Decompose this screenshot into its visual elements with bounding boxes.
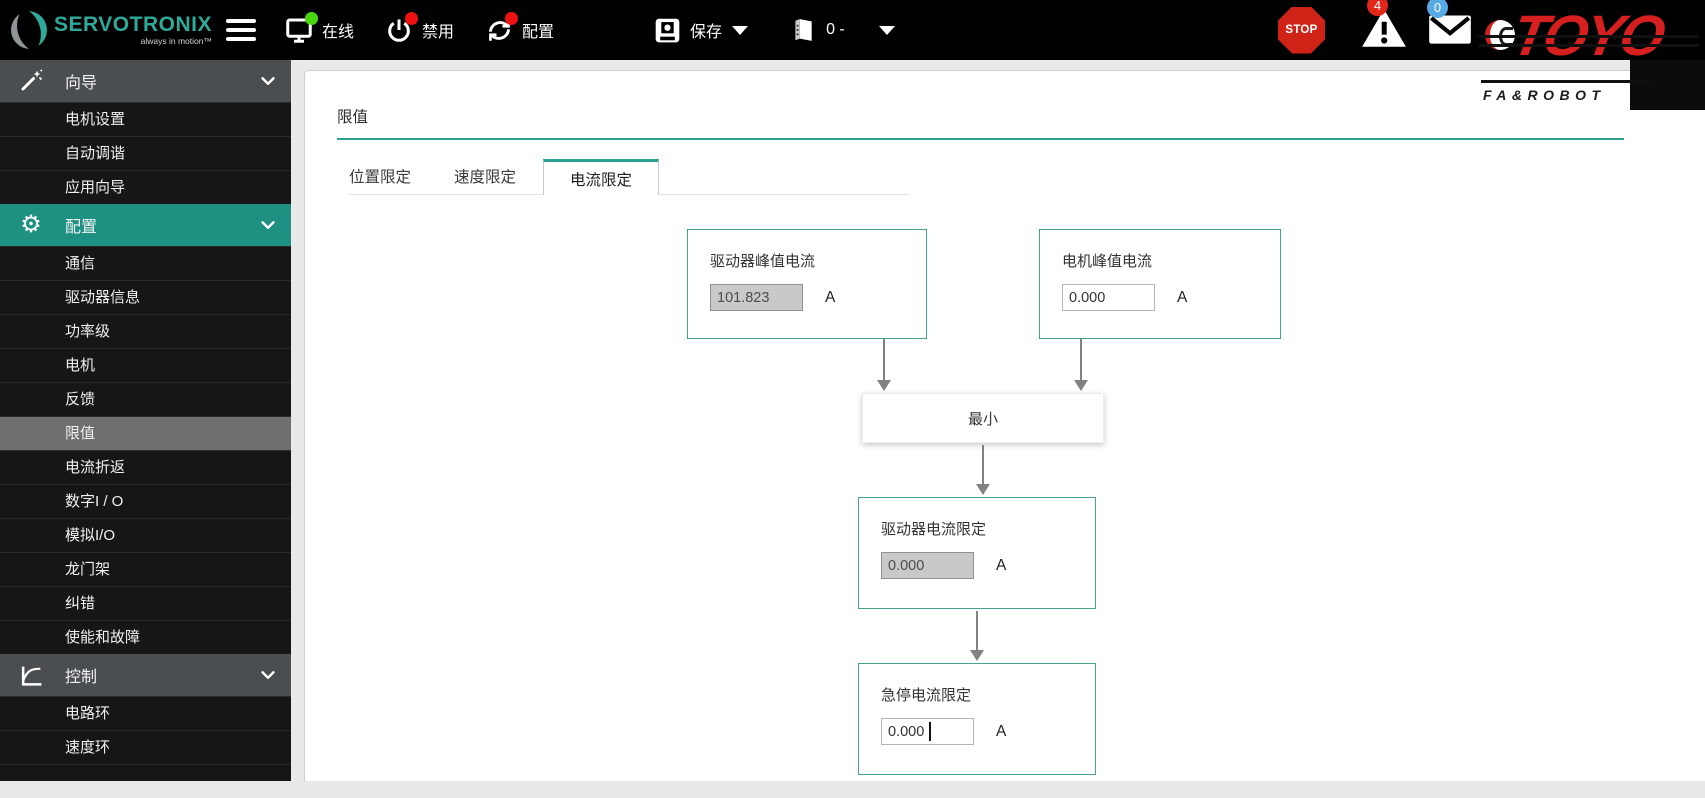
sidebar-section-configuration[interactable]: ⚙ 配置 <box>0 204 291 246</box>
warning-triangle-icon <box>1362 8 1406 47</box>
drive-current-limit-input[interactable] <box>881 552 974 579</box>
drive-selector[interactable]: 0 - <box>788 14 895 46</box>
chevron-down-icon <box>257 664 279 691</box>
sidebar-item-drive-info[interactable]: 驱动器信息 <box>0 280 291 314</box>
tab-position-limits[interactable]: 位置限定 <box>349 169 412 186</box>
sidebar-section-label: 配置 <box>65 219 98 236</box>
sidebar-item-current-loop[interactable]: 电路环 <box>0 696 291 730</box>
sidebar-item-motor-setup[interactable]: 电机设置 <box>0 102 291 136</box>
drive-peak-current-label: 驱动器峰值电流 <box>710 253 816 270</box>
estop-current-limit-unit: A <box>996 722 1007 740</box>
stop-button[interactable]: STOP <box>1278 6 1325 54</box>
sidebar-section-wizard[interactable]: 向导 <box>0 60 291 102</box>
page-title-block: 限值 <box>337 105 1624 140</box>
current-limit-diagram: 驱动器峰值电流 A 电机峰值电流 A 最小 驱动器电流限定 A <box>305 71 1705 781</box>
sidebar-item-velocity-loop[interactable]: 速度环 <box>0 730 291 764</box>
tab-current-limits[interactable]: 电流限定 <box>543 159 660 195</box>
menu-button[interactable] <box>226 14 260 46</box>
sidebar-item-gantry[interactable]: 龙门架 <box>0 552 291 586</box>
drive-selector-value: 0 - <box>826 21 845 38</box>
drive-icon <box>788 14 818 46</box>
drive-peak-current-input[interactable] <box>710 284 803 311</box>
sidebar-item-power-stage[interactable]: 功率级 <box>0 314 291 348</box>
page-title: 限值 <box>337 109 369 126</box>
message-count-badge: 0 <box>1427 0 1448 18</box>
sidebar-item-digital-io[interactable]: 数字I / O <box>0 484 291 518</box>
chevron-down-icon <box>257 214 279 241</box>
warnings-button[interactable]: 4 <box>1359 0 1409 56</box>
arrow-down-icon <box>877 339 891 391</box>
estop-current-limit-box: 急停电流限定 A <box>858 663 1096 775</box>
drive-current-limit-box: 驱动器电流限定 A <box>858 497 1096 609</box>
sidebar-section-label: 控制 <box>65 669 98 686</box>
config-sync-button[interactable]: 配置 <box>484 12 555 46</box>
sidebar-section-label: 向导 <box>65 75 98 92</box>
drive-peak-current-box: 驱动器峰值电流 A <box>687 229 927 339</box>
sidebar-item-motor[interactable]: 电机 <box>0 348 291 382</box>
disabled-status-dot <box>405 12 419 25</box>
messages-button[interactable]: 0 <box>1425 0 1475 54</box>
sidebar-item-application-wizard[interactable]: 应用向导 <box>0 170 291 204</box>
motor-peak-current-input[interactable] <box>1062 284 1155 311</box>
monitor-icon <box>284 12 318 46</box>
enable-disable-button[interactable]: 禁用 <box>384 12 455 46</box>
sidebar-item-current-foldback[interactable]: 电流折返 <box>0 450 291 484</box>
drive-current-limit-label: 驱动器电流限定 <box>881 521 987 538</box>
tab-bar: 位置限定 速度限定 电流限定 <box>349 159 909 195</box>
sidebar-item-enable-faults[interactable]: 使能和故障 <box>0 620 291 654</box>
disabled-label: 禁用 <box>422 24 455 41</box>
main-panel: 限值 位置限定 速度限定 电流限定 驱动器峰值电流 A 电机峰值电流 A 最小 … <box>304 70 1705 781</box>
sidebar-item-feedback[interactable]: 反馈 <box>0 382 291 416</box>
chevron-down-icon <box>257 70 279 97</box>
sidebar-item-communication[interactable]: 通信 <box>0 246 291 280</box>
save-dropdown-caret-icon[interactable] <box>732 25 749 35</box>
servotronix-swirl-icon <box>11 11 47 49</box>
brand-name: SERVOTRONIX <box>54 13 212 37</box>
save-label: 保存 <box>690 24 723 41</box>
sync-icon <box>484 12 519 46</box>
save-button[interactable]: 保存 <box>652 14 749 46</box>
online-status-button[interactable]: 在线 <box>284 12 355 46</box>
sidebar-item-limits[interactable]: 限值 <box>0 416 291 450</box>
text-caret <box>929 722 931 741</box>
power-icon <box>384 12 419 46</box>
drive-current-limit-unit: A <box>996 556 1007 574</box>
curve-icon <box>18 663 44 688</box>
brand-tagline: always in motion™ <box>140 36 212 47</box>
sidebar-item-analog-io[interactable]: 模拟I/O <box>0 518 291 552</box>
warning-count-badge: 4 <box>1367 0 1388 16</box>
sidebar-item-error-correction[interactable]: 纠错 <box>0 586 291 620</box>
arrow-down-icon <box>1074 339 1088 391</box>
sidebar-item-partial <box>0 764 291 798</box>
motor-peak-current-box: 电机峰值电流 A <box>1039 229 1281 339</box>
drive-dropdown-caret-icon[interactable] <box>878 25 895 35</box>
minimum-node: 最小 <box>862 393 1104 443</box>
drive-peak-current-unit: A <box>825 288 836 306</box>
wand-icon <box>18 69 44 93</box>
gear-icon: ⚙ <box>20 211 42 238</box>
sidebar-item-autotuning[interactable]: 自动调谐 <box>0 136 291 170</box>
estop-current-limit-label: 急停电流限定 <box>881 687 972 704</box>
sidebar: 向导 电机设置 自动调谐 应用向导 ⚙ 配置 通信 驱动器信息 功率级 电机 反… <box>0 60 291 781</box>
online-status-dot <box>305 12 318 25</box>
mail-icon <box>1429 15 1471 44</box>
sidebar-section-control[interactable]: 控制 <box>0 654 291 696</box>
motor-peak-current-label: 电机峰值电流 <box>1062 253 1153 270</box>
config-status-dot <box>505 12 519 25</box>
save-icon <box>652 14 682 46</box>
arrow-down-icon <box>976 445 990 495</box>
brand-logo: SERVOTRONIX always in motion™ <box>0 9 212 51</box>
arrow-down-icon <box>970 611 984 661</box>
estop-current-limit-input[interactable] <box>881 718 974 745</box>
config-label: 配置 <box>522 24 555 41</box>
top-bar: SERVOTRONIX always in motion™ 在线 禁用 <box>0 0 1705 60</box>
tab-velocity-limits[interactable]: 速度限定 <box>454 169 517 186</box>
motor-peak-current-unit: A <box>1177 288 1188 306</box>
online-label: 在线 <box>322 24 355 41</box>
